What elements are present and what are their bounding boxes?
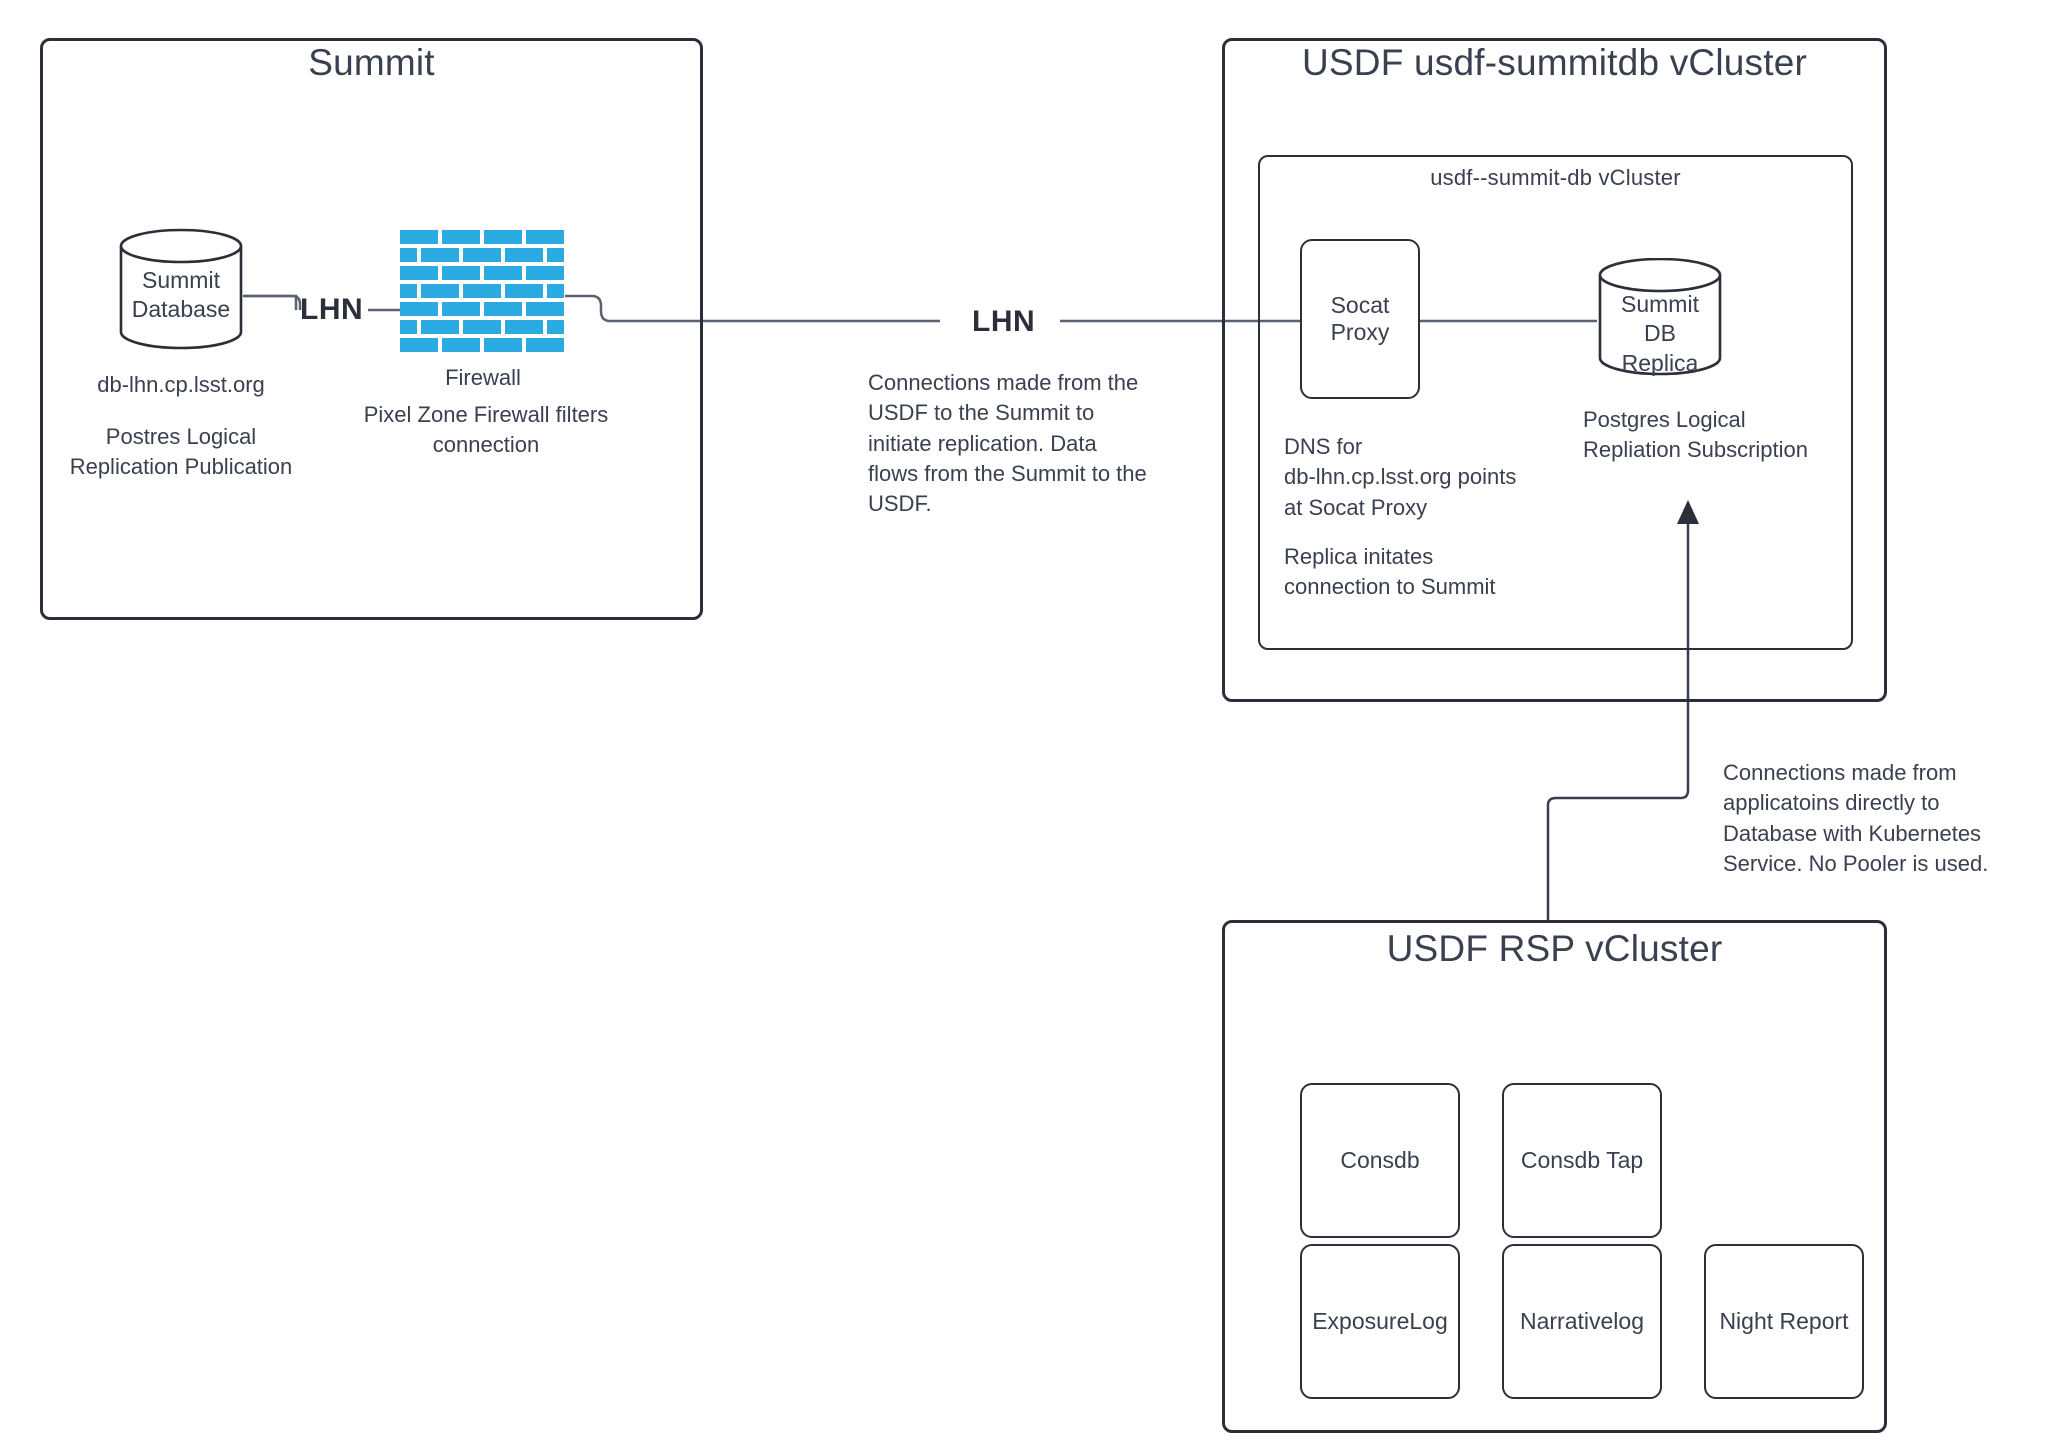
summit-database-hostname: db-lhn.cp.lsst.org [97,372,265,397]
rsp-app-exposurelog[interactable]: ExposureLog [1300,1244,1460,1399]
summit-db-replica-cylinder [1597,257,1723,376]
rsp-app-consdb[interactable]: Consdb [1300,1083,1460,1238]
rsp-app-night-report[interactable]: Night Report [1704,1244,1864,1399]
wan-connection-note: Connections made from the USDF to the Su… [868,370,1147,517]
usdf-summit-db-inner-title: usdf--summit-db vCluster [1430,165,1681,190]
firewall-label: Firewall [445,365,521,390]
app-connection-note: Connections made from applicatoins direc… [1723,760,1989,877]
firewall-icon [400,230,566,360]
socat-proxy-replica-caption: Replica initates connection to Summit [1284,544,1496,600]
summit-database-cylinder [118,228,244,350]
firewall-caption: Pixel Zone Firewall filters connection [363,402,609,458]
usdf-summitdb-container [1222,38,1887,702]
usdf-summitdb-title: USDF usdf-summitdb vCluster [1301,42,1807,83]
rsp-app-narrativelog[interactable]: Narrativelog [1502,1244,1662,1399]
summit-title: Summit [308,42,435,83]
usdf-rsp-container [1222,920,1887,1433]
socat-proxy-dns-caption: DNS for db-lhn.cp.lsst.org points at Soc… [1284,434,1517,520]
socat-proxy-box[interactable]: Socat Proxy [1300,239,1420,399]
summit-database-caption: Postres Logical Replication Publication [69,424,293,480]
summit-db-replica-caption: Postgres Logical Repliation Subscription [1583,407,1809,463]
usdf-summit-db-inner-container [1258,155,1853,650]
rsp-app-consdb-tap[interactable]: Consdb Tap [1502,1083,1662,1238]
lhn-label-wan: LHN [972,305,1036,338]
summit-container [40,38,703,620]
usdf-rsp-title: USDF RSP vCluster [1386,928,1723,969]
lhn-label-summit: LHN [300,293,364,326]
